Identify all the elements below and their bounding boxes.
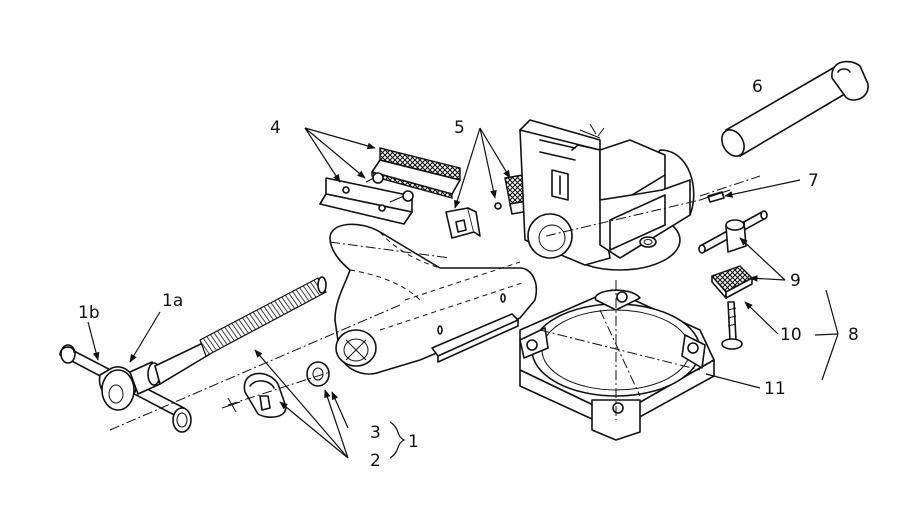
pipe-jaws-part — [445, 173, 535, 239]
center-lines — [109, 175, 761, 431]
movable-jaw-part — [329, 223, 538, 375]
label-part-7: 7 — [808, 171, 819, 191]
label-part-3: 3 — [370, 423, 381, 443]
label-part-1b: 1b — [78, 303, 100, 323]
guide-key-part — [431, 313, 519, 363]
washer-part — [306, 361, 330, 387]
part-labels: 4 5 6 7 9 10 8 11 1a 1b 3 2 1 — [78, 77, 859, 471]
label-part-10: 10 — [780, 325, 802, 345]
thrust-collar-part — [243, 372, 287, 418]
label-part-6: 6 — [752, 77, 763, 97]
jaw-faces-part — [319, 147, 461, 225]
label-part-4: 4 — [270, 118, 281, 138]
label-part-1a: 1a — [162, 291, 183, 311]
label-part-11: 11 — [764, 379, 786, 399]
swivel-base-part — [519, 280, 715, 441]
lock-lever-part — [698, 210, 768, 254]
label-part-5: 5 — [454, 118, 465, 138]
spindle-screw-part — [98, 276, 327, 411]
label-part-8: 8 — [848, 325, 859, 345]
stationary-body-part — [519, 119, 695, 271]
lock-bolt-part — [710, 265, 754, 350]
label-part-9: 9 — [790, 271, 801, 291]
leader-lines — [87, 127, 839, 459]
label-part-1: 1 — [408, 432, 419, 452]
pipe-handle-part — [721, 60, 869, 157]
label-part-2: 2 — [370, 451, 381, 471]
